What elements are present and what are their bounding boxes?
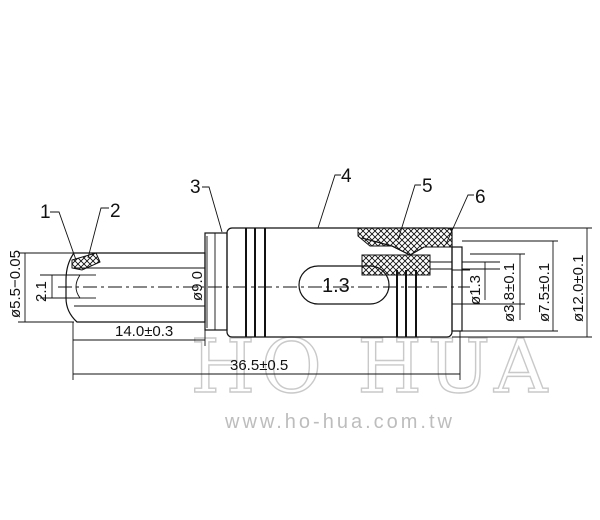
length-dimensions: 14.0±0.3 36.5±0.5	[72, 322, 461, 380]
callout-4: 4	[341, 166, 352, 187]
dim-d7-5: ø7.5±0.1	[536, 263, 553, 322]
callout-5: 5	[422, 176, 433, 197]
callout-2: 2	[110, 201, 121, 222]
collar-section	[204, 232, 228, 331]
dim-d3-8: ø3.8±0.1	[501, 263, 518, 322]
dim-mid-1-3: 1.3	[322, 275, 350, 297]
watermark-brand: HO HUA	[191, 324, 554, 410]
dim-d9-group: ø9.0	[189, 236, 208, 328]
right-dimensions: ø1.3 ø3.8±0.1 ø7.5±0.1 ø12.0±0.1	[452, 227, 592, 338]
dim-len-14: 14.0±0.3	[115, 323, 173, 340]
dim-d1-3: ø1.3	[467, 275, 484, 305]
callout-3: 3	[190, 177, 201, 198]
watermark: HO HUA www.ho-hua.com.tw	[190, 323, 554, 433]
callout-1: 1	[40, 202, 51, 223]
dim-d12: ø12.0±0.1	[570, 255, 587, 322]
callouts: 1 2 3 4 5 6	[40, 166, 486, 261]
watermark-url: www.ho-hua.com.tw	[224, 411, 455, 433]
dim-2-1: 2.1	[33, 281, 50, 302]
callout-6: 6	[475, 187, 486, 208]
pin-section	[65, 252, 206, 323]
rear-section	[451, 246, 470, 332]
dim-d5-5: ø5.5−0.05	[7, 250, 24, 318]
left-dimensions: ø5.5−0.05 2.1	[7, 250, 80, 323]
dim-len-36: 36.5±0.5	[230, 357, 288, 374]
dim-d9-0: ø9.0	[189, 271, 206, 301]
